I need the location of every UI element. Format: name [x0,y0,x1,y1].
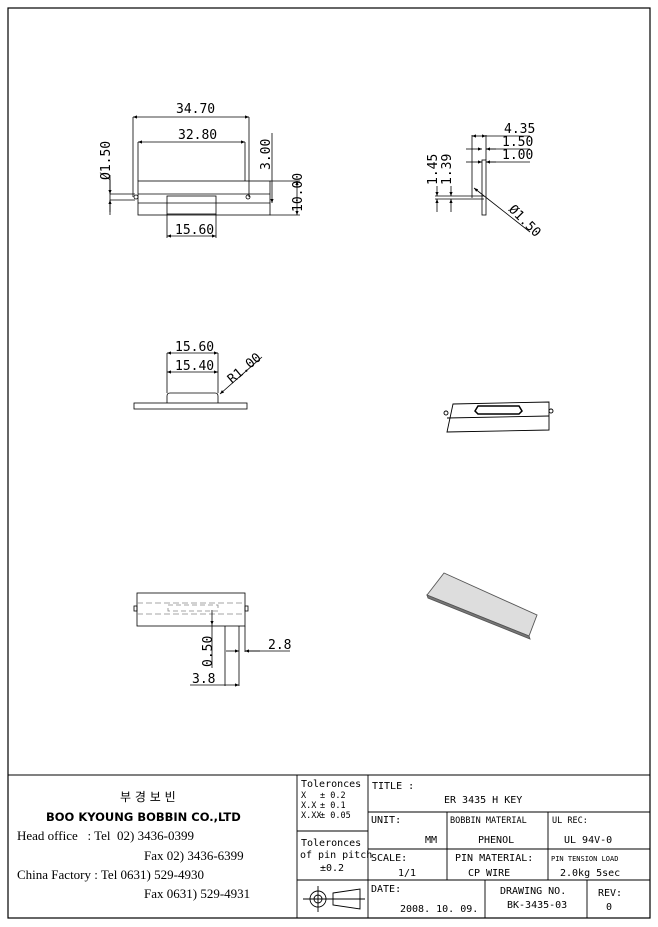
projection-symbol-icon [303,886,365,912]
front-view [108,115,300,238]
bottom-view [133,592,290,687]
unit-label: UNIT: [371,815,401,826]
dim-dia-1-50: Ø1.50 [99,141,114,180]
dim-0-50: 0.50 [201,636,216,667]
scale-value: 1/1 [398,868,416,879]
dim-1-39: 1.39 [440,154,455,185]
dim-r-1-00: R1.00 [225,350,265,387]
dim-3-8: 3.8 [192,672,215,687]
tol-xxx-val: ± 0.05 [320,811,351,821]
tol-xxx: X.XX [301,811,322,821]
title-label: TITLE : [372,781,414,792]
date-value: 2008. 10. 09. [400,904,478,915]
dim-1-50: 1.50 [502,135,533,150]
ul-value: UL 94V-0 [564,835,612,846]
head-office-tel: Head office : Tel 02) 3436-0399 [17,828,194,843]
pin-tension-value: 2.0kg 5sec [560,868,620,879]
drawing-no-label: DRAWING NO. [500,886,566,897]
isometric-view-bottom [426,572,538,640]
rev-label: REV: [598,888,622,899]
title-block-grid [8,774,650,918]
top-view [133,351,263,410]
tol-x: X [301,791,307,801]
tolerances-label: Toleronces [301,779,361,790]
ul-label: UL REC: [552,816,588,826]
dim-2-8: 2.8 [268,638,291,653]
dim-32-80: 32.80 [178,128,217,143]
bobbin-material-label: BOBBIN MATERIAL [450,816,527,826]
pin-pitch-label-2: of pin pitch [300,850,372,861]
dim-dia-0-50: Ø1.50 [505,202,543,240]
tol-xx-val: ± 0.1 [320,801,346,811]
drawing-no-value: BK-3435-03 [507,900,567,911]
dim-15-40: 15.40 [175,359,214,374]
dim-34-70: 34.70 [176,102,215,117]
pin-tension-label: PIN TENSION LOAD [551,855,618,863]
tol-x-val: ± 0.2 [320,791,346,801]
dim-10-00: 10.00 [291,173,306,212]
head-office-fax: Fax 02) 3436-6399 [144,848,244,863]
isometric-view-top [443,401,554,433]
pin-pitch-value: ±0.2 [320,863,344,874]
scale-label: SCALE: [371,853,407,864]
sheet-border [7,7,651,919]
dim-4-35: 4.35 [504,122,535,137]
tol-xx: X.X [301,801,317,811]
bobbin-material-value: PHENOL [478,835,514,846]
dim-15-60: 15.60 [175,223,214,238]
dim-1-45: 1.45 [426,154,441,185]
rev-value: 0 [606,902,612,913]
dim-1-00: 1.00 [502,148,533,163]
dim-15-60-top: 15.60 [175,340,214,355]
pin-material-value: CP WIRE [468,868,510,879]
china-factory-tel: China Factory : Tel 0631) 529-4930 [17,867,204,882]
china-factory-fax: Fax 0631) 529-4931 [144,886,250,901]
company-name: BOO KYOUNG BOBBIN CO.,LTD [46,810,241,824]
unit-value: MM [425,835,437,846]
date-label: DATE: [371,884,401,895]
side-view [435,134,531,233]
drawing-title: ER 3435 H KEY [444,795,522,806]
dim-3-00: 3.00 [259,139,274,170]
company-korean-name: 부 경 보 빈 [120,790,176,804]
pin-material-label: PIN MATERIAL: [455,853,533,864]
pin-pitch-label-1: Toleronces [301,838,361,849]
